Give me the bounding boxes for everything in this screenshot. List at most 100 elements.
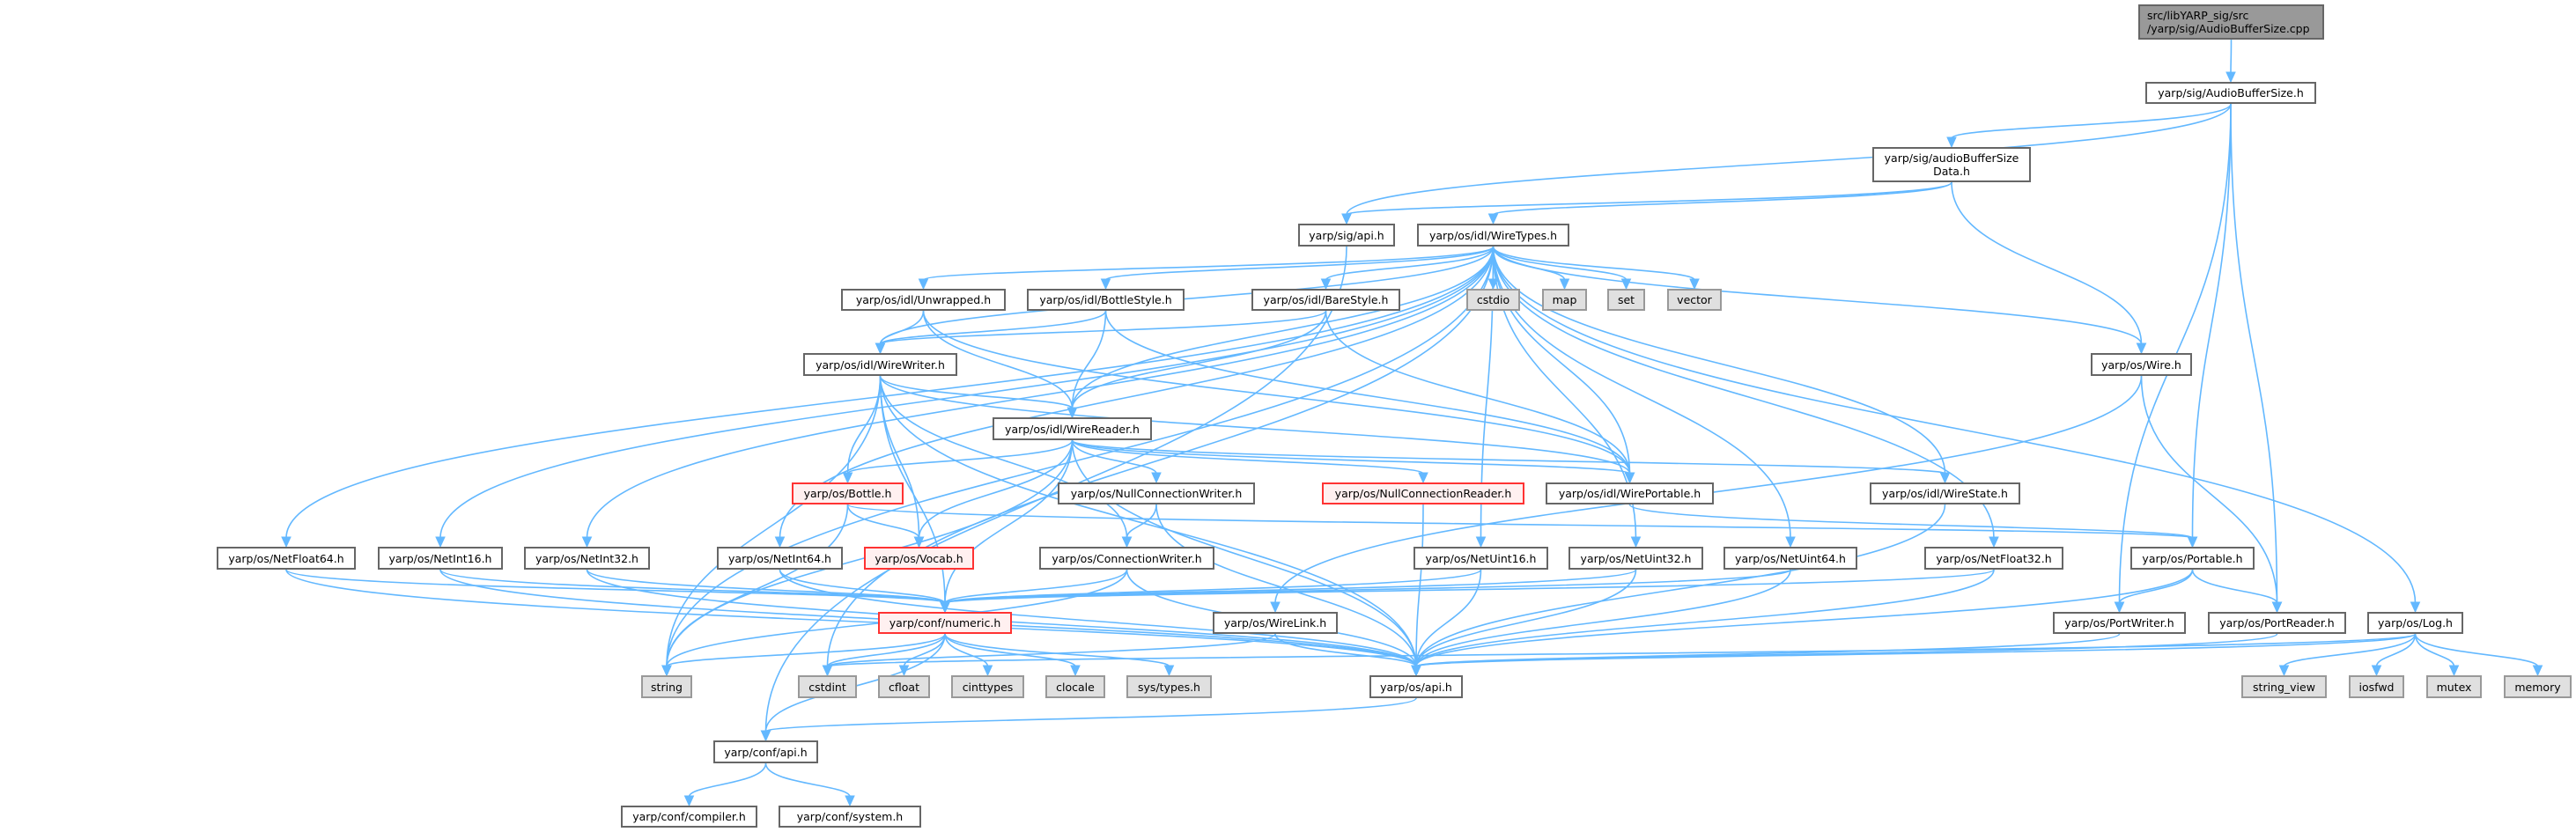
graph-node-absdata[interactable]: yarp/sig/audioBufferSize Data.h <box>1872 147 2031 182</box>
arrowhead-icon <box>822 665 833 677</box>
graph-node-netfloat32[interactable]: yarp/os/NetFloat32.h <box>1924 547 2063 570</box>
graph-node-osapi[interactable]: yarp/os/api.h <box>1369 675 1463 698</box>
graph-node-netuint32[interactable]: yarp/os/NetUint32.h <box>1568 547 1703 570</box>
edge-log-to-iosfwd <box>2375 633 2417 667</box>
graph-node-iosfwd: iosfwd <box>2349 675 2404 698</box>
node-label: map <box>1552 293 1577 306</box>
graph-node-sigapi[interactable]: yarp/sig/api.h <box>1298 224 1395 247</box>
arrowhead-icon <box>1939 472 1951 484</box>
graph-node-portreader[interactable]: yarp/os/PortReader.h <box>2208 612 2346 634</box>
edge-wirelink-to-osapi <box>1274 633 1417 667</box>
graph-node-wiretypes[interactable]: yarp/os/idl/WireTypes.h <box>1417 224 1569 247</box>
node-label: yarp/os/NetUint32.h <box>1580 551 1692 565</box>
edge-wiretypes-to-netint32 <box>586 246 1495 539</box>
edge-wirewriter-to-string <box>666 375 882 667</box>
graph-node-wire[interactable]: yarp/os/Wire.h <box>2091 353 2192 376</box>
node-label: yarp/os/idl/WireTypes.h <box>1428 228 1558 242</box>
edge-wiretypes-to-wire <box>1492 246 2143 345</box>
graph-node-cfloat: cfloat <box>878 675 930 698</box>
node-label: yarp/os/Vocab.h <box>875 551 963 565</box>
node-label: yarp/os/idl/BareStyle.h <box>1263 293 1389 306</box>
node-label: yarp/os/NetFloat64.h <box>228 551 344 565</box>
edge-bottlestyle-to-wirewriter <box>879 310 1107 345</box>
graph-node-wireportable[interactable]: yarp/os/idl/WirePortable.h <box>1546 482 1714 504</box>
graph-node-portwriter[interactable]: yarp/os/PortWriter.h <box>2053 612 2186 634</box>
graph-node-bottle[interactable]: yarp/os/Bottle.h <box>792 482 904 504</box>
node-label: clocale <box>1056 680 1095 694</box>
graph-node-root[interactable]: src/libYARP_sig/src /yarp/sig/AudioBuffe… <box>2138 4 2324 40</box>
graph-node-memory: memory <box>2504 675 2572 698</box>
arrowhead-icon <box>2114 601 2125 614</box>
edge-wiretypes-to-wirereader <box>1071 246 1495 409</box>
edge-barestyle-to-wirewriter <box>879 310 1327 345</box>
node-label: yarp/os/idl/Unwrapped.h <box>855 293 992 306</box>
graph-node-nullconnwriter[interactable]: yarp/os/NullConnectionWriter.h <box>1058 482 1255 504</box>
node-label: yarp/sig/api.h <box>1309 228 1384 242</box>
arrowhead-icon <box>1121 536 1133 549</box>
graph-node-barestyle[interactable]: yarp/os/idl/BareStyle.h <box>1251 289 1400 311</box>
edge-wirewriter-to-wireportable <box>879 375 1631 475</box>
graph-node-netint16[interactable]: yarp/os/NetInt16.h <box>378 547 503 570</box>
node-label: yarp/os/Wire.h <box>2101 357 2181 372</box>
graph-node-netuint64[interactable]: yarp/os/NetUint64.h <box>1723 547 1857 570</box>
edge-unwrapped-to-wireportable <box>922 310 1631 475</box>
graph-node-wirelink[interactable]: yarp/os/WireLink.h <box>1213 612 1338 634</box>
node-label: yarp/os/NetInt32.h <box>535 551 638 565</box>
edge-wiretypes-to-bottlestyle <box>1104 246 1495 281</box>
node-label: yarp/os/ConnectionWriter.h <box>1052 551 1202 565</box>
arrowhead-icon <box>940 601 950 614</box>
edge-absdata-to-wire <box>1951 181 2143 345</box>
edge-bottle-to-vocab <box>846 504 920 539</box>
edge-wirereader-to-nullconnreader <box>1071 439 1424 475</box>
node-label: yarp/os/NullConnectionReader.h <box>1334 487 1512 500</box>
graph-node-wirestate[interactable]: yarp/os/idl/WireState.h <box>1870 482 2020 504</box>
graph-node-cstdint: cstdint <box>798 675 857 698</box>
graph-node-log[interactable]: yarp/os/Log.h <box>2367 612 2463 634</box>
edge-numeric-to-string <box>666 633 946 667</box>
graph-node-bottlestyle[interactable]: yarp/os/idl/BottleStyle.h <box>1027 289 1185 311</box>
arrowhead-icon <box>2410 601 2421 614</box>
graph-node-wirewriter[interactable]: yarp/os/idl/WireWriter.h <box>803 353 957 376</box>
arrowhead-icon <box>1411 665 1421 677</box>
graph-node-nullconnreader[interactable]: yarp/os/NullConnectionReader.h <box>1322 482 1524 504</box>
graph-node-string_view: string_view <box>2241 675 2327 698</box>
graph-node-map: map <box>1542 289 1587 311</box>
arrowhead-icon <box>2371 665 2382 677</box>
edge-sigapi-to-confapi <box>764 246 1347 733</box>
graph-node-system[interactable]: yarp/conf/system.h <box>779 806 921 828</box>
graph-node-portable[interactable]: yarp/os/Portable.h <box>2130 547 2255 570</box>
graph-node-netfloat64[interactable]: yarp/os/NetFloat64.h <box>217 547 356 570</box>
node-label: src/libYARP_sig/src /yarp/sig/AudioBuffe… <box>2147 9 2310 35</box>
graph-node-unwrapped[interactable]: yarp/os/idl/Unwrapped.h <box>841 289 1006 311</box>
node-label: yarp/os/Bottle.h <box>803 487 892 500</box>
arrowhead-icon <box>1624 472 1635 484</box>
arrowhead-icon <box>661 665 672 677</box>
edge-wiretypes-to-set <box>1492 246 1628 281</box>
node-label: vector <box>1677 293 1712 306</box>
node-label: cstdint <box>808 680 846 694</box>
graph-node-compiler[interactable]: yarp/conf/compiler.h <box>621 806 757 828</box>
graph-node-numeric[interactable]: yarp/conf/numeric.h <box>878 612 1012 634</box>
node-label: yarp/os/idl/WireWriter.h <box>816 357 945 372</box>
edge-log-to-string_view <box>2283 633 2417 667</box>
graph-node-absh[interactable]: yarp/sig/AudioBufferSize.h <box>2145 82 2316 104</box>
graph-node-netint64[interactable]: yarp/os/NetInt64.h <box>717 547 843 570</box>
node-label: yarp/os/Log.h <box>2378 616 2453 630</box>
edge-portable-to-osapi <box>1415 569 2194 667</box>
node-label: string <box>651 680 683 694</box>
graph-node-vocab[interactable]: yarp/os/Vocab.h <box>864 547 974 570</box>
edge-wirereader-to-vocab <box>918 439 1074 539</box>
graph-node-netuint16[interactable]: yarp/os/NetUint16.h <box>1413 547 1548 570</box>
arrowhead-icon <box>2278 665 2290 677</box>
graph-node-connwriter[interactable]: yarp/os/ConnectionWriter.h <box>1039 547 1214 570</box>
arrowhead-icon <box>1946 136 1957 149</box>
edge-wiretypes-to-wirewriter <box>879 246 1495 345</box>
edge-osapi-to-confapi <box>764 697 1417 733</box>
edge-netfloat32-to-osapi <box>1415 569 1995 667</box>
graph-node-confapi[interactable]: yarp/conf/api.h <box>713 740 818 763</box>
node-label: yarp/sig/audioBufferSize Data.h <box>1884 151 2019 178</box>
graph-node-netint32[interactable]: yarp/os/NetInt32.h <box>524 547 650 570</box>
edge-netint32-to-numeric <box>586 569 946 604</box>
edge-wirestate-to-osapi <box>1415 504 1946 667</box>
graph-node-wirereader[interactable]: yarp/os/idl/WireReader.h <box>993 417 1152 440</box>
